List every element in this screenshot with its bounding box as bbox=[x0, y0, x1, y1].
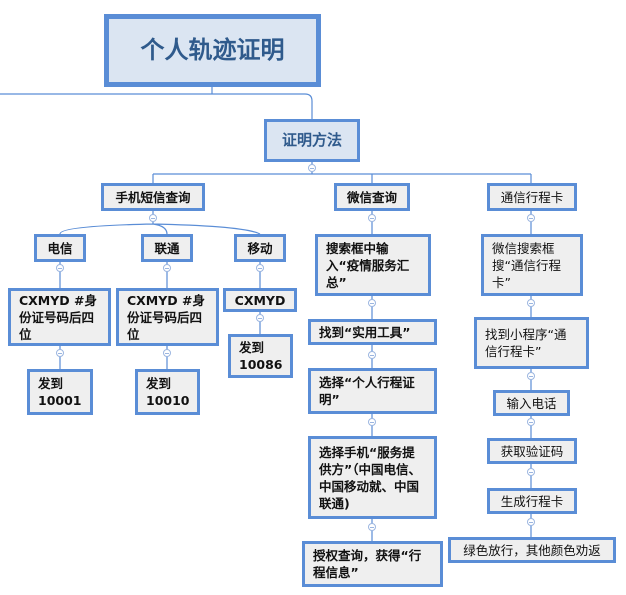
card-step-5[interactable]: 生成行程卡 bbox=[487, 488, 577, 514]
collapse-icon[interactable] bbox=[368, 523, 376, 531]
carrier-mobile-node[interactable]: 移动 bbox=[234, 234, 286, 262]
sms-query-node[interactable]: 手机短信查询 bbox=[101, 183, 205, 211]
collapse-icon[interactable] bbox=[308, 164, 316, 172]
collapse-icon[interactable] bbox=[368, 299, 376, 307]
card-step-3[interactable]: 输入电话 bbox=[493, 390, 570, 416]
collapse-icon[interactable] bbox=[527, 418, 535, 426]
wechat-step-5[interactable]: 授权查询，获得“行程信息” bbox=[302, 541, 443, 587]
wechat-step-4[interactable]: 选择手机“服务提供方”（中国电信、中国移动就、中国联通) bbox=[308, 436, 437, 519]
unicom-sms-code-node[interactable]: CXMYD #身份证号码后四位 bbox=[116, 288, 219, 346]
collapse-icon[interactable] bbox=[527, 299, 535, 307]
root-node[interactable]: 个人轨迹证明 bbox=[104, 14, 321, 87]
collapse-icon[interactable] bbox=[368, 214, 376, 222]
card-step-4[interactable]: 获取验证码 bbox=[487, 438, 577, 464]
collapse-icon[interactable] bbox=[56, 264, 64, 272]
method-node[interactable]: 证明方法 bbox=[264, 119, 360, 162]
carrier-telecom-node[interactable]: 电信 bbox=[34, 234, 86, 262]
collapse-icon[interactable] bbox=[56, 349, 64, 357]
collapse-icon[interactable] bbox=[527, 468, 535, 476]
collapse-icon[interactable] bbox=[163, 264, 171, 272]
collapse-icon[interactable] bbox=[527, 214, 535, 222]
card-step-2[interactable]: 找到小程序“通信行程卡” bbox=[474, 317, 589, 369]
mobile-send-node[interactable]: 发到10086 bbox=[228, 334, 293, 378]
card-step-6[interactable]: 绿色放行，其他颜色劝返 bbox=[448, 537, 616, 563]
collapse-icon[interactable] bbox=[149, 214, 157, 222]
carrier-unicom-node[interactable]: 联通 bbox=[141, 234, 193, 262]
mobile-sms-code-node[interactable]: CXMYD bbox=[223, 288, 297, 312]
collapse-icon[interactable] bbox=[527, 372, 535, 380]
unicom-send-node[interactable]: 发到10010 bbox=[135, 369, 200, 415]
telecom-sms-code-node[interactable]: CXMYD #身份证号码后四位 bbox=[8, 288, 111, 346]
wechat-query-node[interactable]: 微信查询 bbox=[334, 183, 410, 211]
wechat-step-1[interactable]: 搜索框中输入“疫情服务汇总” bbox=[315, 234, 431, 296]
telecom-send-node[interactable]: 发到10001 bbox=[27, 369, 93, 415]
travel-card-node[interactable]: 通信行程卡 bbox=[487, 183, 577, 211]
collapse-icon[interactable] bbox=[256, 314, 264, 322]
wechat-step-3[interactable]: 选择“个人行程证明” bbox=[308, 368, 437, 414]
collapse-icon[interactable] bbox=[527, 518, 535, 526]
collapse-icon[interactable] bbox=[368, 418, 376, 426]
collapse-icon[interactable] bbox=[256, 264, 264, 272]
collapse-icon[interactable] bbox=[163, 349, 171, 357]
wechat-step-2[interactable]: 找到“实用工具” bbox=[308, 319, 437, 345]
card-step-1[interactable]: 微信搜索框搜“通信行程卡” bbox=[481, 234, 583, 296]
collapse-icon[interactable] bbox=[368, 351, 376, 359]
